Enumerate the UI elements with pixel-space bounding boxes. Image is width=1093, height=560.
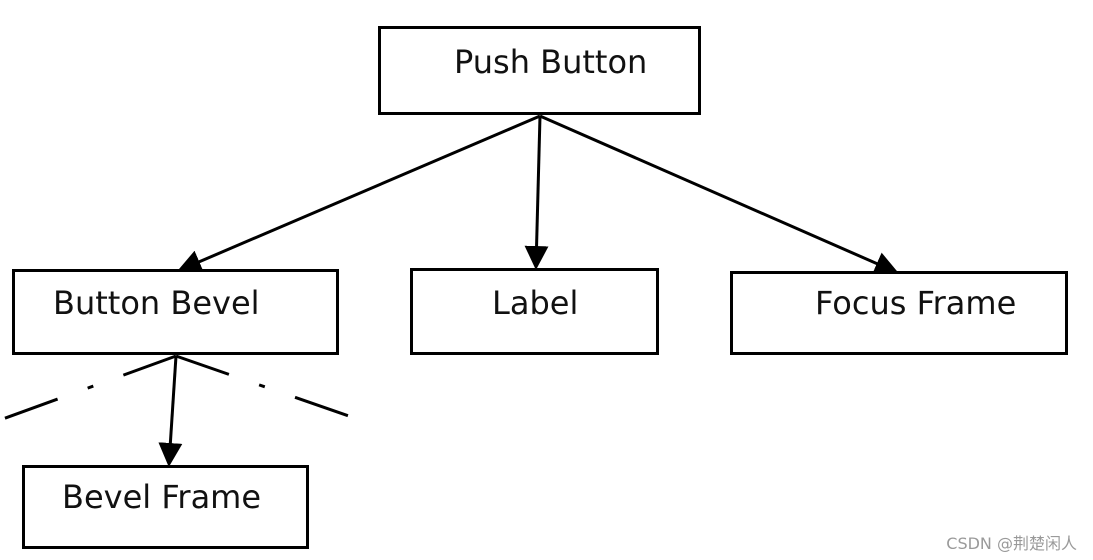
node-label-focus-frame: Focus Frame [815,284,1017,322]
edge-push-button-to-label [524,115,549,270]
node-bevel-frame: Bevel Frame [22,465,309,549]
node-push-button: Push Button [378,26,701,115]
edge-button-bevel-to-bevel-frame [158,355,183,467]
node-label: Label [410,268,659,355]
node-button-bevel: Button Bevel [12,269,339,355]
node-focus-frame: Focus Frame [730,271,1068,355]
node-label-push-button: Push Button [454,43,648,81]
watermark: CSDN @荆楚闲人 [946,534,1077,553]
edge-push-button-to-button-bevel [177,114,541,273]
node-label-bevel-frame: Bevel Frame [62,478,262,516]
edge-push-button-to-focus-frame [539,114,899,275]
node-label-label: Label [492,284,579,322]
node-label-button-bevel: Button Bevel [53,284,260,322]
dashed-branch-left [0,354,177,422]
dashed-branch-right [175,354,367,424]
